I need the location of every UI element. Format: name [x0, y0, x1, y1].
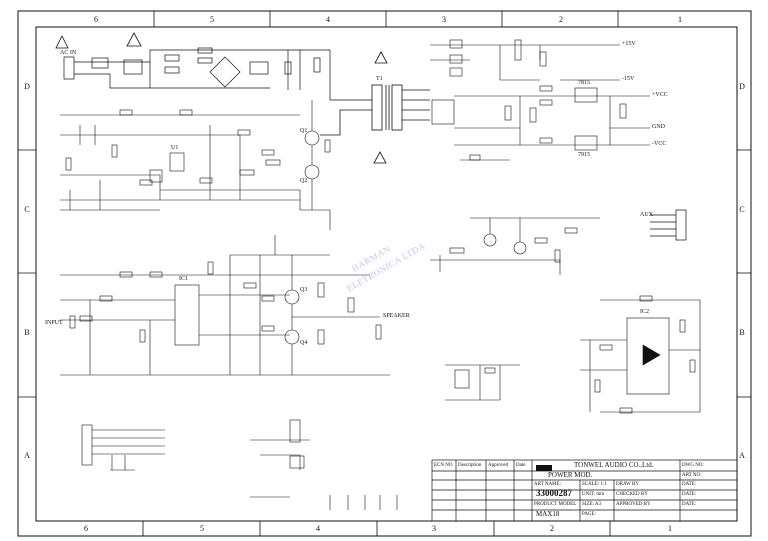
amplifier-section [60, 235, 390, 376]
company-name: TONWEL AUDIO CO.,Ltd. [574, 461, 654, 469]
zone-label-top: 5 [210, 15, 214, 24]
regulator-label-positive: 7815 [578, 80, 590, 86]
oscillator-section [445, 364, 520, 401]
dwg-no-label: DWG NO: [682, 463, 704, 468]
zone-label-side: B [24, 328, 30, 337]
rev-header-ecn: ECN NO [434, 463, 453, 468]
zone-label-side: A [24, 451, 30, 460]
mains-input-section [63, 47, 372, 101]
zone-label-top: 1 [678, 15, 682, 24]
warning-icon [55, 35, 69, 49]
zone-label-side: B [739, 328, 745, 337]
date-label: DATE: [682, 492, 697, 497]
date-label: DATE: [682, 482, 697, 487]
product-model-label: PRODUCT MODEL [534, 502, 577, 507]
rail-label: GND [652, 124, 665, 130]
aux-connector [650, 209, 687, 241]
zone-label-top: 6 [94, 15, 98, 24]
zone-ticks [18, 11, 751, 536]
ic2-label: IC2 [640, 309, 649, 315]
zone-label-side: C [739, 205, 745, 214]
rail-label: +VCC [652, 92, 668, 98]
company-logo [536, 465, 552, 471]
inner-frame [35, 26, 738, 522]
regulator-label-negative: 7915 [578, 152, 590, 158]
preamp-section [430, 217, 600, 275]
connector-label-speaker: SPEAKER [383, 313, 410, 319]
scale-label: SCALE: 1:1 [582, 482, 607, 487]
rev-header-description: Description [458, 463, 482, 468]
zone-label-bottom: 2 [550, 524, 554, 533]
model-name: MAX18 [536, 510, 560, 518]
zone-label-bottom: 5 [200, 524, 204, 533]
rev-header-date: Date [516, 463, 526, 468]
zone-label-bottom: 1 [668, 524, 672, 533]
part-number: 33000287 [536, 488, 572, 498]
art-name-label: ART NAME: [534, 482, 561, 487]
zone-label-side: C [24, 205, 30, 214]
transistor-label: Q2 [300, 178, 308, 184]
size-label: SIZE: A3 [582, 502, 602, 507]
transformer-label: T1 [376, 76, 383, 82]
checked-by-label: CHECKED BY [616, 492, 648, 497]
rev-header-approved: Approved [488, 463, 508, 468]
zone-label-bottom: 4 [316, 524, 320, 533]
page-label: PAGE: [582, 512, 596, 517]
connector-label-aux: AUX [640, 212, 653, 218]
transistor-label: Q4 [300, 340, 308, 346]
approved-by-label: APPROVED BY [616, 502, 651, 507]
unit-label: UNIT: mm [582, 492, 605, 497]
drawn-by-label: DRAW BY [616, 482, 639, 487]
outer-frame [17, 10, 752, 537]
connector-label-ac-in: AC IN [60, 50, 77, 56]
pwm-ic-label: U1 [171, 145, 179, 151]
pwm-controller-section [60, 100, 331, 230]
connector-section [81, 419, 398, 510]
warning-icon [374, 51, 388, 64]
zone-label-top: 2 [559, 15, 563, 24]
art-no-label: ART NO: [682, 473, 702, 478]
rail-label: -VCC [652, 141, 667, 147]
transformer-t1 [320, 84, 430, 136]
warning-icon [126, 32, 142, 47]
title-subtitle: POWER MOD. [548, 471, 593, 479]
zone-label-top: 4 [326, 15, 330, 24]
amp-ic-label: IC1 [179, 276, 188, 282]
zone-label-top: 3 [442, 15, 446, 24]
zone-label-side: A [739, 451, 745, 460]
ic2-section [580, 295, 701, 414]
zone-label-bottom: 6 [84, 524, 88, 533]
zone-label-bottom: 3 [432, 524, 436, 533]
transistor-label: Q1 [300, 128, 308, 134]
zone-label-side: D [739, 82, 745, 91]
transistor-label: Q3 [300, 287, 308, 293]
secondary-rectifier-section [430, 39, 650, 161]
zone-label-side: D [24, 82, 30, 91]
date-label: DATE: [682, 502, 697, 507]
warning-icon [373, 151, 387, 164]
title-block-frame [431, 459, 738, 522]
rail-label: -15V [622, 76, 635, 82]
rail-label: +15V [622, 41, 636, 47]
connector-label-input: INPUT [45, 320, 63, 326]
